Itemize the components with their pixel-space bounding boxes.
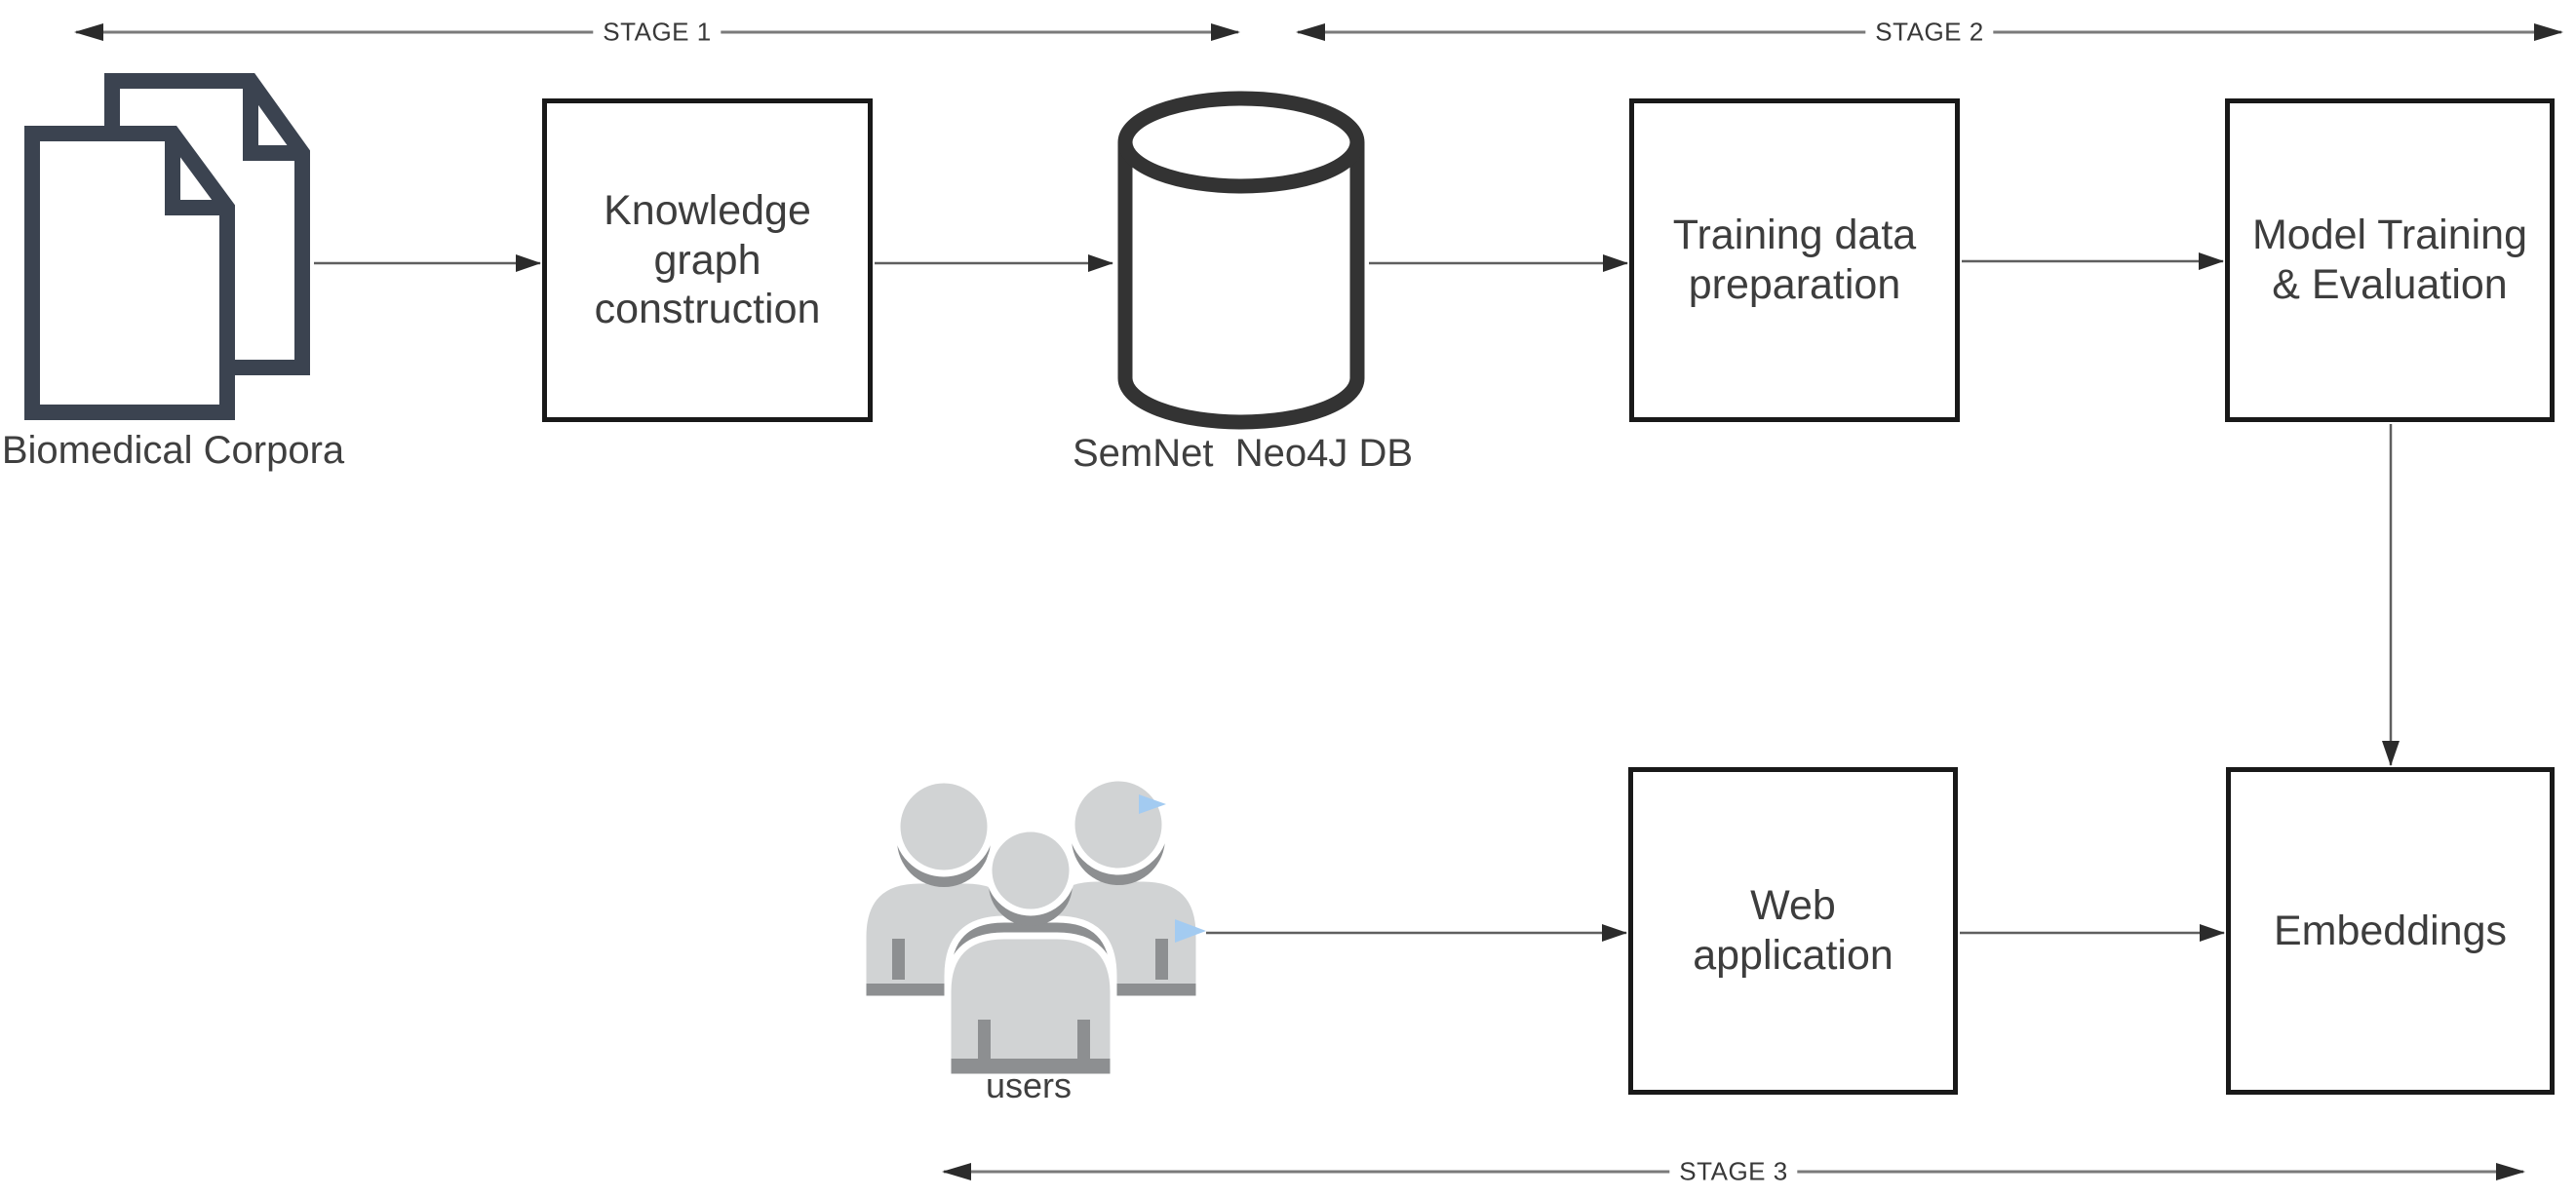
knowledge-graph-construction-label: Knowledge graph construction [594, 186, 821, 333]
database-cylinder-icon [1117, 91, 1365, 430]
blue-marker-top [1139, 794, 1166, 814]
web-application-box: Web application [1628, 767, 1958, 1095]
arrowhead-right [2534, 23, 2563, 41]
arrowhead-left [74, 23, 103, 41]
person-front-sleeve-tick-right [1077, 1020, 1090, 1061]
arrowhead-left [1296, 23, 1325, 41]
person-left-head [893, 776, 995, 877]
arrowhead-left [942, 1163, 971, 1180]
stage2-span: STAGE 2 [1290, 16, 2569, 49]
model-training-evaluation-label: Model Training & Evaluation [2251, 212, 2528, 308]
cylinder-body [1117, 142, 1365, 430]
training-data-preparation-label: Training data preparation [1672, 212, 1917, 308]
person-right-head [1068, 774, 1169, 875]
web-application-label: Web application [1693, 882, 1893, 979]
person-front-head [985, 825, 1076, 916]
stage1-label: STAGE 1 [593, 17, 722, 48]
model-training-evaluation-box: Model Training & Evaluation [2225, 98, 2555, 422]
stage2-label: STAGE 2 [1865, 17, 1994, 48]
blue-marker-side [1175, 919, 1206, 943]
stage3-span: STAGE 3 [936, 1155, 2531, 1188]
cylinder-top [1117, 91, 1365, 194]
person-front-sleeve-tick-left [978, 1020, 991, 1061]
users-caption: users [985, 1065, 1073, 1105]
documents-icon [24, 73, 310, 420]
knowledge-graph-construction-box: Knowledge graph construction [542, 98, 873, 422]
arrowhead-right [1211, 23, 1240, 41]
document-front-page [24, 126, 235, 420]
stage3-label: STAGE 3 [1669, 1156, 1798, 1187]
embeddings-box: Embeddings [2226, 767, 2555, 1095]
arrowhead-right [2496, 1163, 2525, 1180]
embeddings-label: Embeddings [2273, 907, 2508, 954]
biomedical-corpora-caption: Biomedical Corpora [1, 429, 345, 472]
training-data-preparation-box: Training data preparation [1629, 98, 1960, 422]
document-back-fold [243, 81, 302, 161]
users-icon [859, 774, 1206, 1081]
stage1-span: STAGE 1 [68, 16, 1246, 49]
document-front-fold [165, 134, 227, 215]
person-right-sleeve-tick [1155, 939, 1168, 980]
person-left-sleeve-tick [892, 939, 905, 980]
semnet-db-caption: SemNet Neo4J DB [1073, 432, 1414, 475]
